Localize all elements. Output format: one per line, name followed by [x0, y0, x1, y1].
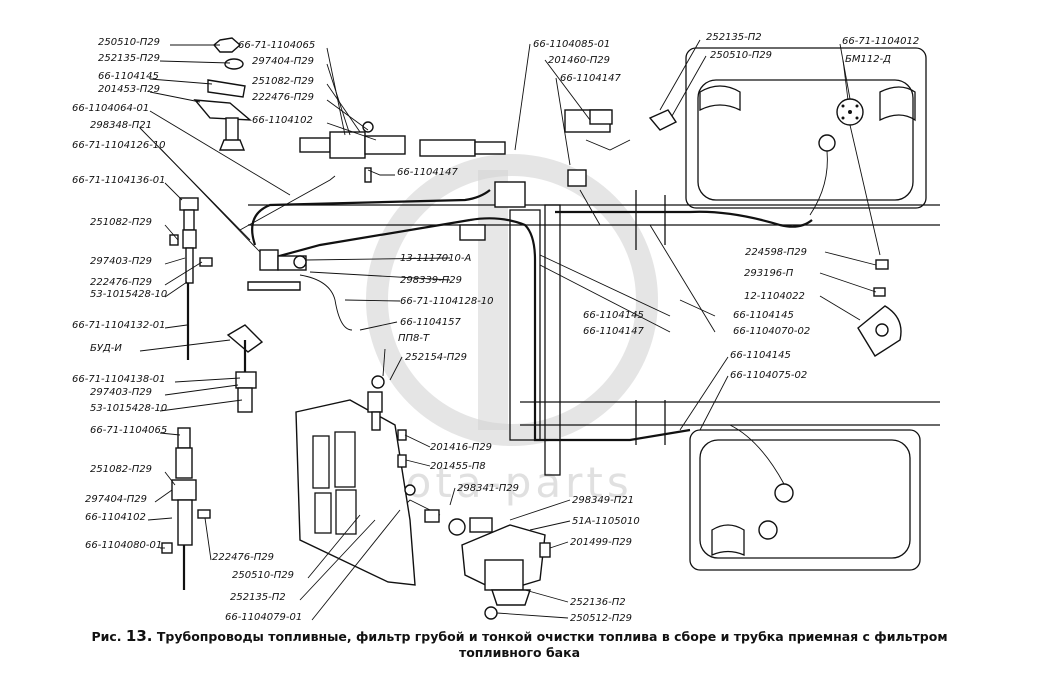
part-label: 251082-П29 — [90, 217, 152, 228]
part-label: 66-1104085-01 — [533, 39, 610, 50]
part-label: 222476-П29 — [212, 552, 274, 563]
part-label: 222476-П29 — [90, 277, 152, 288]
part-label: 252154-П29 — [405, 352, 467, 363]
fuel-tap — [247, 249, 307, 291]
body-panel — [295, 375, 416, 586]
watermark-text: dota-parts — [375, 458, 633, 507]
part-label: 298349-П21 — [572, 495, 634, 506]
tank-intake-upper — [809, 98, 881, 256]
valve-assembly-mid — [226, 324, 264, 413]
fuel-tank-lower — [689, 429, 921, 571]
valve-assembly-lower — [161, 427, 211, 590]
part-label: 201460-П29 — [548, 55, 610, 66]
part-label: 66-1104075-02 — [730, 370, 807, 381]
part-label: 66-1104157 — [400, 317, 462, 328]
part-label: 13-1117010-А — [400, 253, 471, 264]
part-label: 66-71-1104065 — [90, 425, 167, 436]
part-label: 66-1104145 — [730, 350, 791, 361]
part-label: 66-1104079-01 — [225, 612, 302, 623]
fine-filter — [424, 509, 551, 620]
part-label: 51А-1105010 — [572, 516, 640, 527]
valve-assembly-left — [169, 197, 213, 360]
caption-line-2: топливного бака — [458, 645, 581, 660]
vehicle-frame — [248, 190, 940, 476]
part-label: 298348-П21 — [90, 120, 152, 131]
caption-number: 13. — [125, 627, 153, 645]
part-label: ПП8-Т — [398, 333, 430, 344]
part-label: 66-71-1104128-10 — [400, 296, 494, 307]
part-label: 250510-П29 — [710, 50, 772, 61]
part-label: 66-1104070-02 — [733, 326, 810, 337]
watermark: dota-parts — [366, 154, 658, 507]
part-label: 297404-П29 — [252, 56, 314, 67]
part-label: 252135-П29 — [98, 53, 160, 64]
fuel-lines — [251, 189, 813, 516]
part-label: 66-71-1104065 — [238, 40, 315, 51]
tube-connector-top — [299, 121, 506, 183]
filter-assembly-top — [459, 109, 678, 241]
part-label: 297403-П29 — [90, 256, 152, 267]
leader-lines — [139, 39, 877, 621]
sediment-bowl — [857, 259, 902, 357]
part-label: 251082-П29 — [252, 76, 314, 87]
part-label: 298339-П29 — [400, 275, 462, 286]
part-label: 293196-П — [744, 268, 794, 279]
part-label: 66-1104145 — [98, 71, 159, 82]
upper-left-fittings — [193, 37, 253, 151]
part-label: БМ112-Д — [845, 54, 891, 65]
part-label: 298341-П29 — [457, 483, 519, 494]
part-labels: 250510-П29 252135-П29 66-1104145 201453-… — [72, 32, 919, 624]
caption-line-1: Рис. 13. Трубопроводы топливные, фильтр … — [0, 628, 1039, 645]
part-label: 66-1104145 — [733, 310, 794, 321]
part-label: 66-71-1104126-10 — [72, 140, 166, 151]
part-label: БУД-И — [90, 343, 122, 354]
figure-caption: Рис. 13. Трубопроводы топливные, фильтр … — [0, 628, 1039, 661]
part-label: 66-1104102 — [85, 512, 146, 523]
part-label: 201453-П29 — [98, 84, 160, 95]
part-label: 66-71-1104138-01 — [72, 374, 166, 385]
part-label: 66-1104147 — [583, 326, 645, 337]
caption-prefix: Рис. — [91, 629, 122, 644]
part-label: 66-1104145 — [583, 310, 644, 321]
part-label: 251082-П29 — [90, 464, 152, 475]
part-label: 250510-П29 — [98, 37, 160, 48]
tank-intake-lower — [729, 424, 794, 540]
part-label: 201455-П8 — [430, 461, 486, 472]
part-label: 66-1104080-01 — [85, 540, 162, 551]
part-label: 252135-П2 — [230, 592, 286, 603]
part-label: 222476-П29 — [252, 92, 314, 103]
part-label: 297404-П29 — [85, 494, 147, 505]
fuel-tank-upper — [685, 47, 927, 209]
part-label: 53-1015428-10 — [90, 403, 167, 414]
part-label: 66-71-1104136-01 — [72, 175, 166, 186]
part-label: 201416-П29 — [430, 442, 492, 453]
part-label: 12-1104022 — [744, 291, 805, 302]
part-label: 252136-П2 — [570, 597, 626, 608]
part-label: 224598-П29 — [745, 247, 807, 258]
part-label: 201499-П29 — [570, 537, 632, 548]
part-label: 66-1104102 — [252, 115, 313, 126]
caption-text: Трубопроводы топливные, фильтр грубой и … — [156, 629, 948, 644]
part-label: 252135-П2 — [706, 32, 762, 43]
part-label: 297403-П29 — [90, 387, 152, 398]
part-label: 66-1104064-01 — [72, 103, 149, 114]
part-label: 66-1104147 — [560, 73, 622, 84]
part-label: 250510-П29 — [232, 570, 294, 581]
part-label: 66-71-1104132-01 — [72, 320, 166, 331]
part-label: 66-1104147 — [397, 167, 459, 178]
part-label: 250512-П29 — [570, 613, 632, 624]
part-label: 53-1015428-10 — [90, 289, 167, 300]
part-label: 66-71-1104012 — [842, 36, 919, 47]
